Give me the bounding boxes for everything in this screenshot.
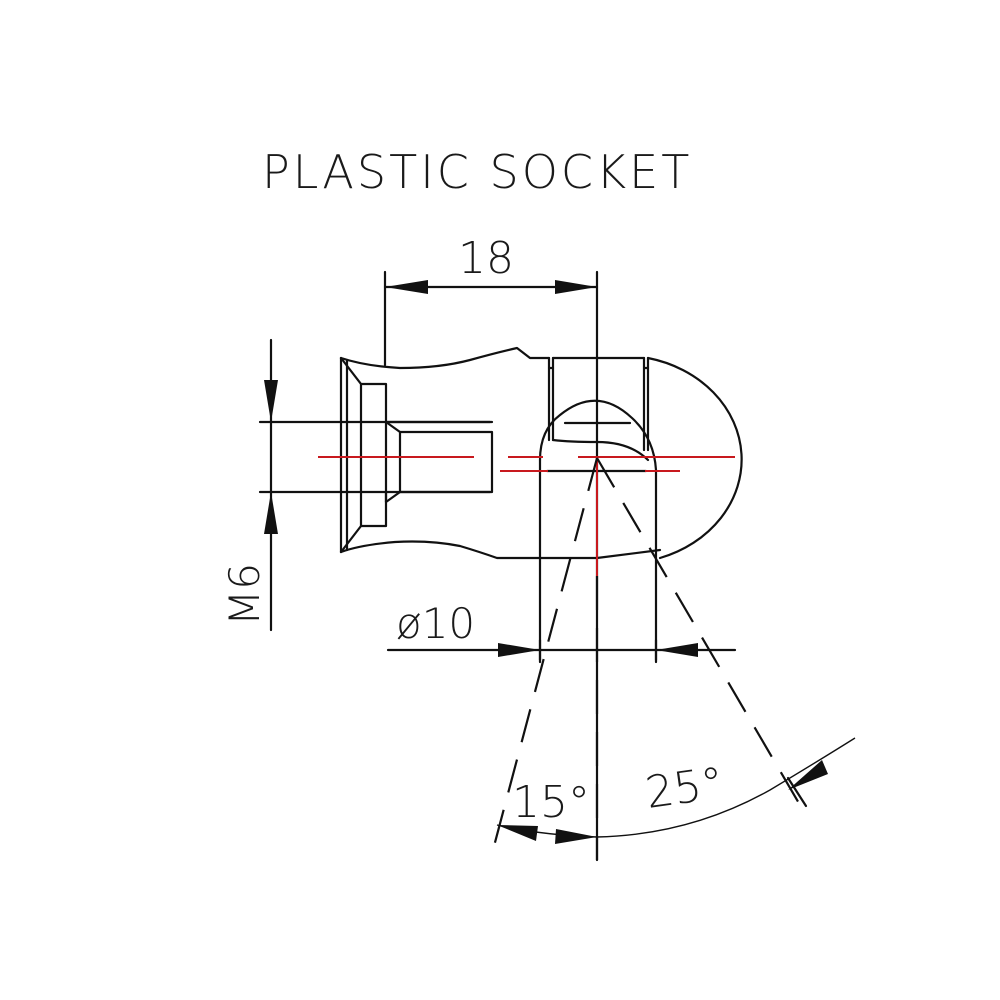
swing-limit-left: [491, 457, 599, 851]
drawing-title: PLASTIC SOCKET: [262, 145, 692, 199]
angle-right-label: 25°: [642, 758, 726, 819]
arrow-up-icon: [264, 492, 278, 534]
dimension-angles: 15° 25°: [496, 737, 856, 844]
arrow-15-right-icon: [555, 829, 597, 844]
arrow-down-icon: [264, 380, 278, 422]
dimension-length-label: 18: [458, 233, 514, 284]
socket-dome: [646, 356, 743, 560]
arrow-25-icon: [788, 760, 828, 790]
swing-limit-right: [596, 457, 801, 806]
swing-limits: [491, 457, 801, 860]
angle-arc: [496, 737, 856, 838]
dimension-thread-label: M6: [220, 563, 269, 626]
dimension-thread: M6: [220, 338, 492, 632]
arrow-right-icon: [555, 280, 597, 294]
dimension-diameter: ø10: [386, 599, 737, 664]
socket-body: [339, 346, 743, 560]
arrow-right-icon: [498, 643, 540, 657]
arrow-15-left-icon: [497, 825, 538, 841]
angle-left-label: 15°: [512, 777, 590, 828]
arrow-left-icon: [656, 643, 698, 657]
dimension-length: 18: [383, 233, 599, 862]
dimension-diameter-label: ø10: [396, 599, 475, 648]
arrow-left-icon: [385, 280, 428, 294]
centerlines: [318, 456, 735, 576]
